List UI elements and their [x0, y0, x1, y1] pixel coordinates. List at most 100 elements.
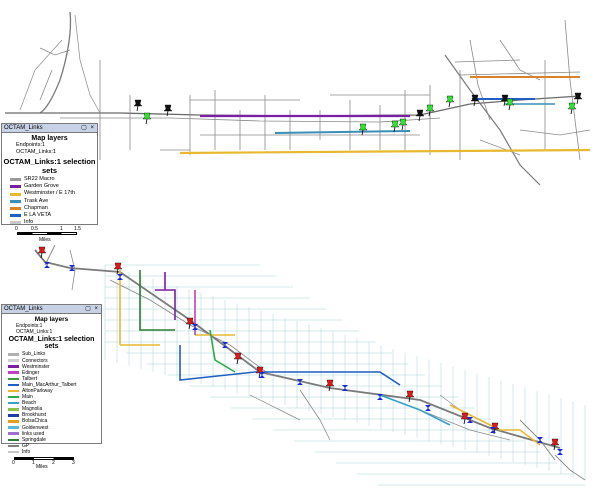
selection-sets-title: OCTAM_Links:1 selection sets [3, 157, 96, 175]
bottom-map[interactable] [34, 244, 586, 486]
pushpin-icon[interactable] [113, 262, 123, 275]
pushpin-icon[interactable] [185, 317, 195, 330]
node-marker-icon[interactable] [425, 405, 431, 411]
pushpin-icon[interactable] [550, 438, 560, 451]
map-layers-title: Map layers [34, 316, 69, 323]
map-layers-title: Map layers [31, 135, 68, 142]
pushpin-icon[interactable] [425, 104, 435, 117]
legend-item: Trask Ave [2, 198, 97, 205]
scale-tick: 0 [15, 226, 18, 233]
legend-item: Main [2, 394, 101, 400]
selection-sets-title: OCTAM_Links:1 selection sets [8, 336, 95, 351]
scale-tick: 1 [60, 226, 63, 233]
pushpin-icon[interactable] [390, 120, 400, 133]
node-marker-icon[interactable] [342, 385, 348, 391]
legend-swatch [8, 426, 19, 429]
legend-item: Connectors [2, 358, 101, 364]
pushpin-icon[interactable] [325, 379, 335, 392]
legend-swatch [8, 353, 19, 356]
scale-tick: 3 [72, 460, 75, 466]
legend-label: GP [22, 442, 30, 449]
pushpin-icon[interactable] [415, 109, 425, 122]
endpoints-layer: Endpoints:1 [16, 142, 46, 148]
top-map[interactable] [5, 11, 591, 186]
legend-item: Westminster / E 17th [2, 190, 97, 197]
pushpin-icon[interactable] [358, 123, 368, 136]
node-marker-icon[interactable] [537, 437, 543, 443]
legend-label: SR22 Macro [24, 176, 55, 182]
window-controls-icon[interactable]: ▢ × [81, 125, 95, 131]
legend-swatch [8, 389, 19, 393]
pushpin-icon[interactable] [142, 112, 152, 125]
legend-label: Info [22, 448, 31, 455]
bottom-selection-routes [119, 270, 541, 446]
pushpin-icon[interactable] [567, 102, 577, 115]
legend-swatch [8, 395, 19, 399]
pushpin-icon[interactable] [445, 95, 455, 108]
legend-item: Goldenwest [2, 425, 101, 431]
pushpin-icon[interactable] [405, 390, 415, 403]
map-legend-top[interactable]: OCTAM_Links ▢ × Map layers Endpoints:1 O… [1, 123, 98, 243]
node-marker-icon[interactable] [192, 324, 198, 330]
node-marker-icon[interactable] [467, 417, 473, 423]
node-marker-icon[interactable] [44, 262, 50, 268]
window-controls-icon[interactable]: ▢ × [85, 306, 99, 312]
node-marker-icon[interactable] [222, 342, 228, 348]
legend-label: Main_MacArthur_Talbert [22, 381, 77, 388]
node-marker-icon[interactable] [259, 372, 265, 378]
legend-label: Sub_Links [22, 351, 46, 358]
pushpin-icon[interactable] [233, 352, 243, 365]
legend-swatch [10, 185, 21, 189]
pushpin-icon[interactable] [37, 246, 47, 259]
legend-window-titlebar[interactable]: OCTAM_Links ▢ × [2, 124, 97, 133]
legend-window-title: OCTAM_Links [4, 125, 43, 131]
node-marker-icon[interactable] [557, 449, 563, 455]
pushpin-icon[interactable] [573, 92, 583, 105]
legend-item: links used [2, 431, 101, 437]
legend-swatch [8, 401, 19, 405]
legend-label: Connectors [22, 357, 48, 364]
pushpin-icon[interactable] [460, 412, 470, 425]
bottom-street-grid [104, 264, 586, 486]
legend-item: Westminster [2, 364, 101, 370]
legend-item: Brookhurst [2, 412, 101, 418]
pushpin-icon[interactable] [470, 94, 480, 107]
legend-item: Info [2, 219, 97, 226]
legend-swatch [8, 383, 19, 387]
legend-label: Info [24, 219, 34, 226]
legend-label: Beach [22, 400, 37, 407]
legend-item: Magnolia [2, 406, 101, 412]
legend-swatch [10, 192, 21, 196]
legend-item: E LA VETA [2, 212, 97, 219]
legend-item: Garden Grove [2, 183, 97, 190]
legend-swatch [8, 444, 19, 448]
legend-window-titlebar[interactable]: OCTAM_Links ▢ × [2, 305, 101, 314]
map-legend-bottom[interactable]: OCTAM_Links ▢ × Map layers Endpoints:1 O… [1, 304, 102, 470]
scale-tick: 1.5 [74, 226, 81, 233]
legend-label: Main [22, 394, 33, 401]
top-endpoint-pins[interactable] [133, 92, 583, 136]
legend-window-title: OCTAM_Links [4, 306, 43, 312]
legend-item: SR22 Macro [2, 176, 97, 183]
pushpin-icon[interactable] [133, 99, 143, 112]
legend-label: BolsaChica [22, 418, 48, 425]
node-marker-icon[interactable] [377, 394, 383, 400]
legend-item: AltonParkway [2, 388, 101, 394]
legend-label: Goldenwest [22, 424, 49, 431]
bottom-endpoint-pins[interactable] [37, 246, 563, 455]
pushpin-icon[interactable] [398, 118, 408, 131]
legend-swatch [8, 420, 19, 423]
legend-swatch [10, 214, 21, 218]
pushpin-icon[interactable] [163, 104, 173, 117]
pushpin-icon[interactable] [505, 98, 515, 111]
node-marker-icon[interactable] [297, 379, 303, 385]
node-marker-icon[interactable] [490, 427, 496, 433]
pushpin-icon[interactable] [500, 94, 510, 107]
scale-tick: 1 [32, 460, 35, 466]
scale-units: Miles [39, 237, 51, 244]
node-marker-icon[interactable] [117, 274, 123, 280]
node-marker-icon[interactable] [69, 265, 75, 271]
